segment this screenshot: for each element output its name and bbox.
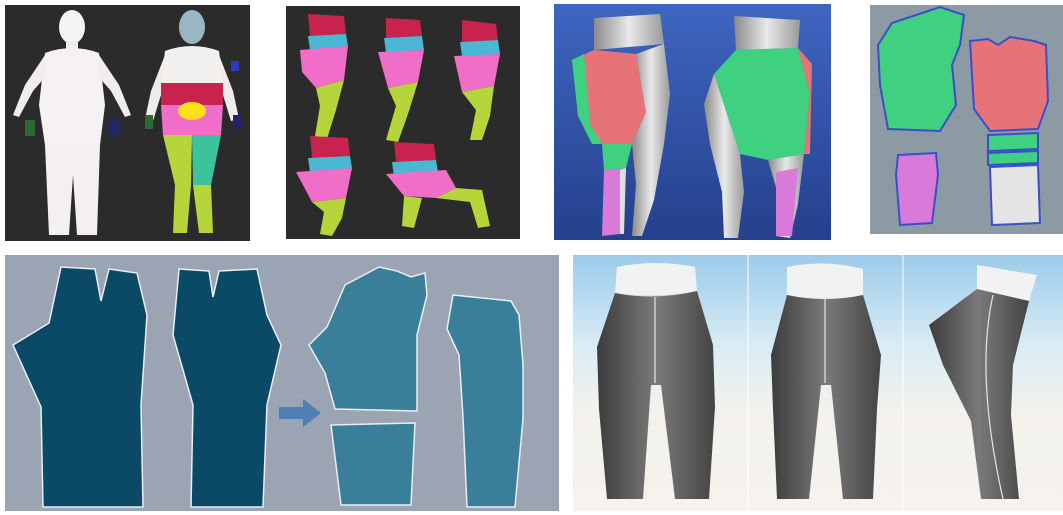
body-scan-segmentation-panel	[5, 5, 250, 241]
rendered-lower-body-figure	[554, 4, 831, 240]
violet-piece	[896, 153, 938, 225]
virtual-fit-trousers-panel	[573, 255, 1063, 511]
virtual-fit-figure	[573, 255, 1063, 511]
salmon-piece	[970, 37, 1048, 131]
gray-piece	[990, 165, 1040, 225]
flattened-pattern-pieces-panel	[870, 5, 1063, 234]
leg-poses-figure	[286, 6, 520, 239]
green-piece	[878, 7, 964, 131]
front-lower-adjusted-piece	[331, 423, 415, 505]
body-scan-figure	[5, 5, 250, 241]
leg-poses-panel	[286, 6, 520, 239]
green-strip-top	[988, 133, 1038, 151]
trouser-pattern-figure	[5, 255, 559, 511]
rendered-lower-body-panel	[554, 4, 831, 240]
flattened-pattern-figure	[870, 5, 1063, 234]
green-strip-bottom	[988, 151, 1038, 165]
trouser-pattern-adjustment-panel	[5, 255, 559, 511]
